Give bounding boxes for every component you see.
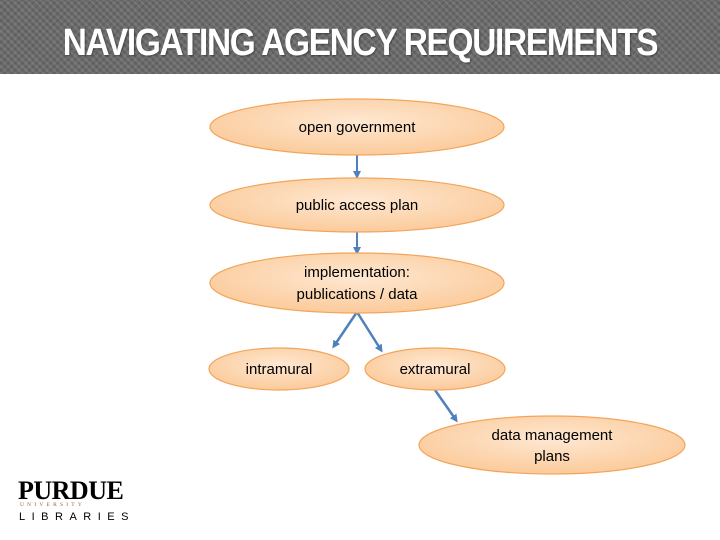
logo-unit: LIBRARIES	[19, 511, 135, 523]
node-public-access-plan-label: public access plan	[296, 197, 419, 214]
arrow-implementation-to-extramural	[355, 311, 383, 353]
node-dmp-label-line2: plans	[534, 448, 570, 465]
node-open-government: open government	[209, 98, 505, 156]
logo-name: PURDUE	[18, 476, 124, 505]
arrow-extramural-to-dmp	[433, 389, 458, 423]
node-extramural: extramural	[364, 347, 506, 391]
node-intramural-label: intramural	[246, 361, 313, 378]
arrow-implementation-to-intramural	[332, 311, 359, 349]
title-bar: NAVIGATING AGENCY REQUIREMENTS	[0, 0, 720, 74]
slide-title: NAVIGATING AGENCY REQUIREMENTS	[62, 22, 659, 64]
logo-subtitle: UNIVERSITY	[20, 502, 85, 508]
node-open-government-label: open government	[299, 119, 417, 136]
purdue-libraries-logo: PURDUE UNIVERSITY LIBRARIES	[18, 478, 128, 526]
node-dmp-label-line1: data management	[492, 427, 614, 444]
node-implementation-label-line2: publications / data	[297, 286, 419, 303]
node-public-access-plan: public access plan	[209, 177, 505, 233]
node-data-management-plans: data management plans	[418, 415, 686, 475]
node-implementation: implementation: publications / data	[209, 252, 505, 314]
node-intramural: intramural	[208, 347, 350, 391]
node-implementation-label-line1: implementation:	[304, 264, 410, 281]
node-extramural-label: extramural	[400, 361, 471, 378]
